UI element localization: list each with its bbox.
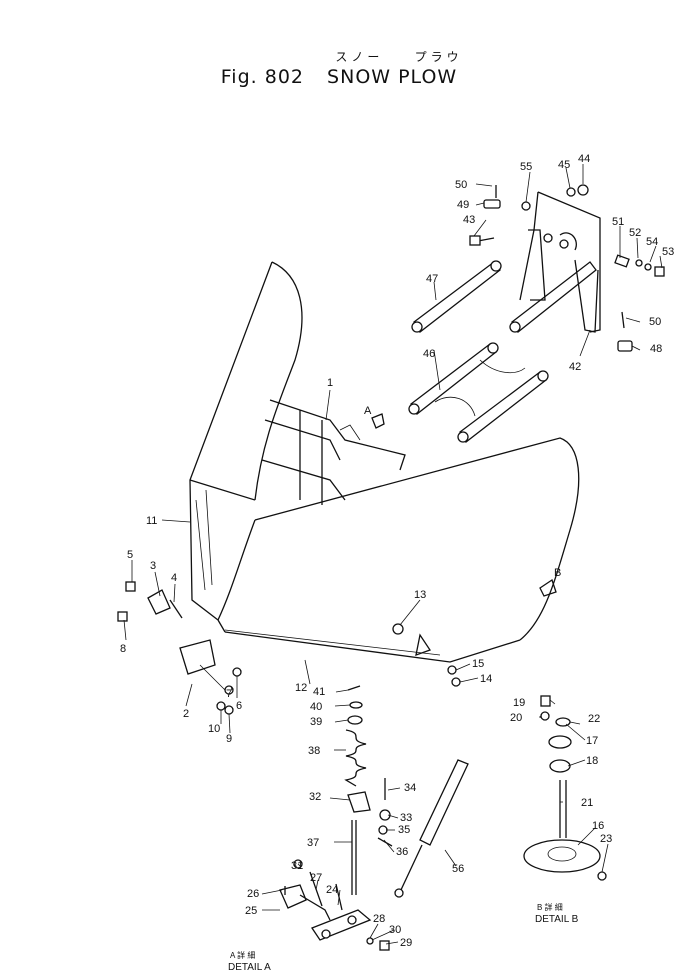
- callout-25: 25: [245, 905, 257, 917]
- callout-33: 33: [400, 812, 412, 824]
- callout-17: 17: [586, 735, 598, 747]
- callout-56: 56: [452, 863, 464, 875]
- figure-number: Fig. 802: [220, 66, 304, 88]
- callout-23: 23: [600, 833, 612, 845]
- callout-27: 27: [310, 872, 322, 884]
- callout-1: 1: [327, 377, 333, 389]
- plow-moldboard-left: [189, 261, 303, 621]
- callout-24: 24: [326, 884, 338, 896]
- edge-hardware-left: [117, 581, 242, 715]
- cutting-edge-hardware: [392, 623, 461, 687]
- callout-39: 39: [310, 716, 322, 728]
- callout-9: 9: [226, 733, 232, 745]
- callout-43: 43: [463, 214, 475, 226]
- callout-10: 10: [208, 723, 220, 735]
- callout-42: 42: [569, 361, 581, 373]
- callout-21: 21: [581, 797, 593, 809]
- detail-a-label: DETAIL A: [228, 962, 271, 971]
- callout-2: 2: [183, 708, 189, 720]
- callout-8: 8: [120, 643, 126, 655]
- callout-3: 3: [150, 560, 156, 572]
- callout-20: 20: [510, 712, 522, 724]
- callout-34: 34: [404, 782, 416, 794]
- view-markers: A B: [364, 405, 561, 597]
- callout-13: 13: [414, 589, 426, 601]
- callout-12: 12: [295, 682, 307, 694]
- callout-30: 30: [389, 924, 401, 936]
- view-marker-b: B: [554, 567, 561, 579]
- callout-14: 14: [480, 673, 492, 685]
- link-arms: [408, 260, 597, 443]
- leader-lines: [123, 164, 663, 945]
- figure-name: SNOW PLOW: [327, 66, 458, 88]
- callout-41: 41: [313, 686, 325, 698]
- callout-15: 15: [472, 658, 484, 670]
- runner-assembly: [523, 695, 607, 881]
- plow-moldboard-right: [217, 437, 580, 663]
- callout-47: 47: [426, 273, 438, 285]
- callout-46: 46: [423, 348, 435, 360]
- callout-40: 40: [310, 701, 322, 713]
- callout-35: 35: [398, 824, 410, 836]
- callout-28: 28: [373, 913, 385, 925]
- callout-48: 48: [650, 343, 662, 355]
- callout-51: 51: [612, 216, 624, 228]
- callout-55: 55: [520, 161, 532, 173]
- hardware-top-right: [469, 184, 665, 352]
- detail-b-kanji: B 詳 細: [537, 902, 563, 912]
- mounting-bracket: [519, 191, 601, 333]
- title-kana-plow: プラウ: [414, 50, 463, 64]
- callout-32: 32: [309, 791, 321, 803]
- callout-52: 52: [629, 227, 641, 239]
- callout-16: 16: [592, 820, 604, 832]
- callout-38: 38: [308, 745, 320, 757]
- callout-29: 29: [400, 937, 412, 949]
- callout-50a: 50: [455, 179, 467, 191]
- callout-26: 26: [247, 888, 259, 900]
- callout-31: 31: [291, 860, 303, 872]
- callout-53: 53: [662, 246, 674, 258]
- callout-11: 11: [146, 515, 157, 527]
- callout-6: 6: [236, 700, 242, 712]
- callout-44: 44: [578, 153, 590, 165]
- title-kana: スノー プラウ: [0, 48, 678, 65]
- frame-members: [261, 399, 406, 505]
- callout-37: 37: [307, 837, 319, 849]
- callout-19: 19: [513, 697, 525, 709]
- bottom-bracket: [279, 859, 390, 951]
- callout-49: 49: [457, 199, 469, 211]
- detail-b-label: DETAIL B: [535, 914, 579, 925]
- callout-54: 54: [646, 236, 658, 248]
- callout-4: 4: [171, 572, 177, 584]
- view-marker-a: A: [364, 405, 372, 417]
- callout-7: 7: [226, 688, 232, 700]
- callout-36: 36: [396, 846, 408, 858]
- callout-45: 45: [558, 159, 570, 171]
- detail-labels: A 詳 細 DETAIL A B 詳 細 DETAIL B: [228, 902, 579, 971]
- title-kana-snow: スノー: [335, 50, 384, 64]
- detail-a-kanji: A 詳 細: [230, 950, 255, 960]
- callout-50b: 50: [649, 316, 661, 328]
- callout-5: 5: [127, 549, 133, 561]
- callout-22: 22: [588, 713, 600, 725]
- callout-numbers: 1 2 3 4 5 6 7 8 9 10 11 12 13 14 15 16 1…: [120, 153, 674, 949]
- figure-title: Fig. 802 SNOW PLOW: [0, 66, 678, 88]
- callout-18: 18: [586, 755, 598, 767]
